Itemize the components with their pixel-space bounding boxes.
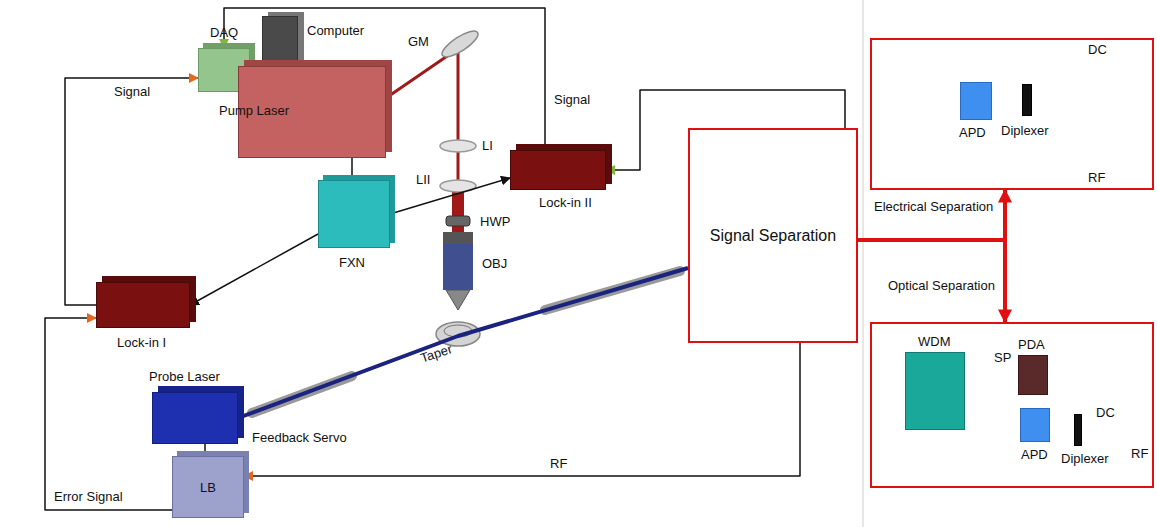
- lens: [440, 140, 476, 152]
- node-label: Probe Laser: [149, 369, 220, 384]
- edge-label: Electrical Separation: [872, 199, 995, 214]
- node-label: Signal Separation: [690, 130, 856, 341]
- part-label: GM: [406, 34, 431, 49]
- apd-detector: APD: [1020, 408, 1050, 442]
- connector: [65, 78, 198, 305]
- part-label: DC: [1086, 42, 1109, 57]
- connector: [858, 190, 1005, 240]
- objective: [446, 290, 470, 310]
- node-label: DAQ: [210, 25, 238, 40]
- part-label: LI: [480, 138, 495, 153]
- node-label: Lock-in II: [539, 195, 592, 210]
- node-label: Diplexer: [1061, 451, 1109, 466]
- fiber-sleeve: [252, 271, 680, 413]
- edge-label: RF: [548, 456, 569, 471]
- node-label: Diplexer: [1001, 123, 1049, 138]
- node-label: Lock-in I: [117, 335, 166, 350]
- function-generator: FXN: [318, 180, 390, 248]
- part-label: HWP: [478, 214, 512, 229]
- edge-label: Feedback Servo: [250, 430, 349, 445]
- connector: [244, 343, 800, 476]
- diplexer: Diplexer: [1074, 414, 1082, 446]
- part-label: RF: [1129, 446, 1150, 461]
- lock-box: LB: [172, 456, 244, 518]
- connector: [204, 444, 206, 456]
- galvo-mirror: [439, 27, 482, 62]
- edge-label: Signal: [552, 92, 592, 107]
- node-label: APD: [1021, 447, 1048, 462]
- edge-label: Error Signal: [52, 489, 125, 504]
- part-label: LII: [414, 172, 432, 187]
- diplexer: Diplexer: [1022, 84, 1032, 116]
- pda-detector: PDA: [1018, 355, 1048, 395]
- half-wave-plate: [446, 216, 470, 226]
- lock-in-amplifier: Lock-in II: [510, 150, 606, 190]
- node-label: Pump Laser: [219, 103, 289, 118]
- panel-divider: [863, 0, 864, 527]
- connector: [390, 178, 510, 214]
- objective: [443, 232, 473, 310]
- part-label: Taper: [417, 341, 456, 367]
- node-label: PDA: [1018, 337, 1045, 352]
- lock-in-amplifier: Lock-in I: [96, 282, 190, 328]
- signal-separation-box: Signal Separation: [688, 128, 858, 343]
- part-label: DC: [1094, 405, 1117, 420]
- apd-detector: APD: [960, 82, 992, 120]
- connector: [858, 240, 1005, 322]
- pump-laser: Pump Laser: [238, 66, 386, 158]
- objective: [443, 244, 473, 290]
- electrical-separation-panel: APD Diplexer: [870, 38, 1154, 190]
- connector: [190, 234, 318, 305]
- connector: [238, 268, 688, 418]
- node-label: APD: [959, 125, 986, 140]
- probe-laser: Probe Laser: [152, 392, 238, 444]
- part-label: OBJ: [480, 256, 509, 271]
- half-wave-plate: [446, 216, 470, 226]
- node-label: WDM: [918, 334, 951, 349]
- wdm: WDM: [905, 352, 965, 430]
- edge-label: Optical Separation: [886, 278, 997, 293]
- panel-divider: [863, 0, 864, 527]
- node-label: LB: [173, 457, 243, 517]
- pump-beam: [457, 50, 460, 190]
- lens: [440, 140, 476, 152]
- node-label: Computer: [307, 23, 364, 38]
- part-label: SP: [992, 350, 1013, 365]
- part-label: RF: [1086, 170, 1107, 185]
- galvo-mirror: [439, 27, 482, 62]
- connector: [351, 158, 353, 180]
- node-label: FXN: [339, 255, 365, 270]
- edge-label: Signal: [112, 84, 152, 99]
- objective: [443, 232, 473, 244]
